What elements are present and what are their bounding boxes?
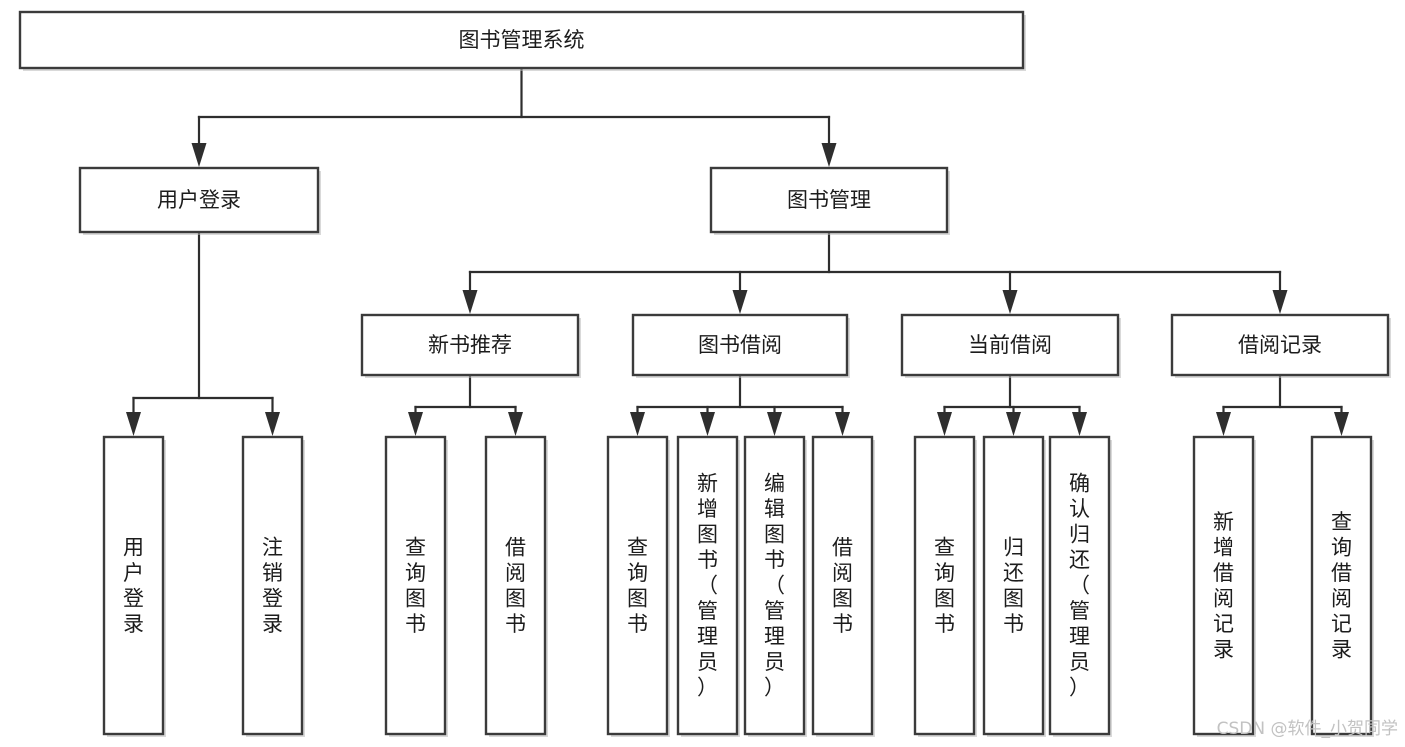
- node-leaf-borrow-2[interactable]: 新增图书（管理员）: [676, 435, 740, 737]
- node-label: 借阅图书: [505, 535, 526, 636]
- node-box[interactable]: [631, 313, 849, 377]
- node-bookmgmt[interactable]: 图书管理: [709, 166, 950, 235]
- node-label: 新书推荐: [428, 333, 512, 357]
- node-login[interactable]: 用户登录: [78, 166, 321, 235]
- node-leaf-borrow-3[interactable]: 编辑图书（管理员）: [743, 435, 807, 737]
- node-layer: 图书管理系统用户登录图书管理新书推荐图书借阅当前借阅借阅记录用户登录注销登录查询…: [18, 10, 1391, 737]
- node-current[interactable]: 当前借阅: [900, 313, 1121, 378]
- node-label: 用户登录: [123, 535, 144, 636]
- node-label: 借阅图书: [832, 535, 853, 636]
- node-box[interactable]: [676, 435, 739, 736]
- connector-group-current: [937, 373, 1087, 436]
- node-leaf-login-1[interactable]: 用户登录: [102, 435, 166, 737]
- node-leaf-current-2[interactable]: 归还图书: [982, 435, 1046, 737]
- node-leaf-newbook-2[interactable]: 借阅图书: [484, 435, 548, 737]
- node-leaf-record-1[interactable]: 新增借阅记录: [1192, 435, 1256, 737]
- node-box[interactable]: [900, 313, 1120, 377]
- node-label: 用户登录: [157, 188, 241, 212]
- node-label: 查询图书: [405, 535, 426, 636]
- node-box[interactable]: [1048, 435, 1111, 736]
- node-box[interactable]: [78, 166, 320, 234]
- node-leaf-borrow-1[interactable]: 查询图书: [606, 435, 670, 737]
- node-leaf-current-1[interactable]: 查询图书: [913, 435, 977, 737]
- node-label: 确认归还（管理员）: [1069, 472, 1090, 700]
- connector-group-root: [191, 66, 837, 167]
- node-leaf-login-2[interactable]: 注销登录: [241, 435, 305, 737]
- node-leaf-newbook-1[interactable]: 查询图书: [384, 435, 448, 737]
- node-label: 当前借阅: [968, 333, 1052, 357]
- node-label: 图书借阅: [698, 333, 782, 357]
- node-box[interactable]: [18, 10, 1025, 70]
- node-label: 归还图书: [1003, 535, 1024, 636]
- node-box[interactable]: [241, 435, 304, 736]
- connector-group-borrow: [630, 373, 850, 436]
- node-box[interactable]: [709, 166, 949, 234]
- node-label: 图书管理系统: [459, 28, 585, 52]
- node-label: 新增图书（管理员）: [697, 472, 718, 700]
- connector-group-record: [1216, 373, 1349, 436]
- connector-group-bookmgmt: [462, 230, 1288, 314]
- node-label: 编辑图书（管理员）: [764, 472, 785, 700]
- node-borrow[interactable]: 图书借阅: [631, 313, 850, 378]
- node-label: 查询借阅记录: [1331, 510, 1352, 662]
- node-label: 图书管理: [787, 188, 871, 212]
- node-box[interactable]: [484, 435, 547, 736]
- node-box[interactable]: [102, 435, 165, 736]
- node-box[interactable]: [360, 313, 580, 377]
- node-box[interactable]: [1192, 435, 1255, 736]
- node-box[interactable]: [811, 435, 874, 736]
- connector-layer: [126, 66, 1349, 436]
- node-leaf-borrow-4[interactable]: 借阅图书: [811, 435, 875, 737]
- node-box[interactable]: [982, 435, 1045, 736]
- node-box[interactable]: [743, 435, 806, 736]
- node-box[interactable]: [606, 435, 669, 736]
- csdn-watermark: CSDN @软件_小贺同学: [1217, 719, 1398, 739]
- node-box[interactable]: [384, 435, 447, 736]
- node-record[interactable]: 借阅记录: [1170, 313, 1391, 378]
- node-root[interactable]: 图书管理系统: [18, 10, 1026, 71]
- node-label: 新增借阅记录: [1213, 510, 1234, 662]
- node-box[interactable]: [1310, 435, 1373, 736]
- connector-group-newbook: [408, 373, 523, 436]
- node-box[interactable]: [1170, 313, 1390, 377]
- node-box[interactable]: [913, 435, 976, 736]
- node-leaf-record-2[interactable]: 查询借阅记录: [1310, 435, 1374, 737]
- node-newbook[interactable]: 新书推荐: [360, 313, 581, 378]
- node-label: 注销登录: [262, 535, 283, 636]
- node-leaf-current-3[interactable]: 确认归还（管理员）: [1048, 435, 1112, 737]
- node-label: 查询图书: [627, 535, 648, 636]
- node-label: 借阅记录: [1238, 333, 1322, 357]
- connector-group-login: [126, 230, 280, 436]
- node-label: 查询图书: [934, 535, 955, 636]
